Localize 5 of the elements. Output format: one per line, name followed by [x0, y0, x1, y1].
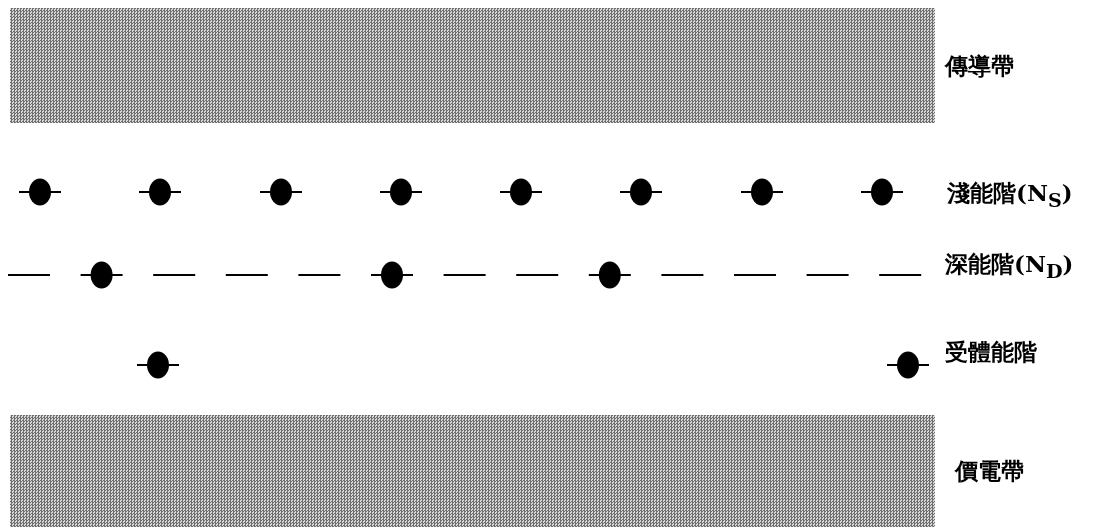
- level-label: 受體能階: [945, 340, 1037, 363]
- level-label: 深能階(N$_{D}$): [945, 252, 1074, 281]
- level-label: 淺能階(N$_{S}$): [947, 181, 1073, 210]
- band-label: 價電帶: [955, 459, 1024, 482]
- band-label: 傳導帶: [945, 53, 1014, 77]
